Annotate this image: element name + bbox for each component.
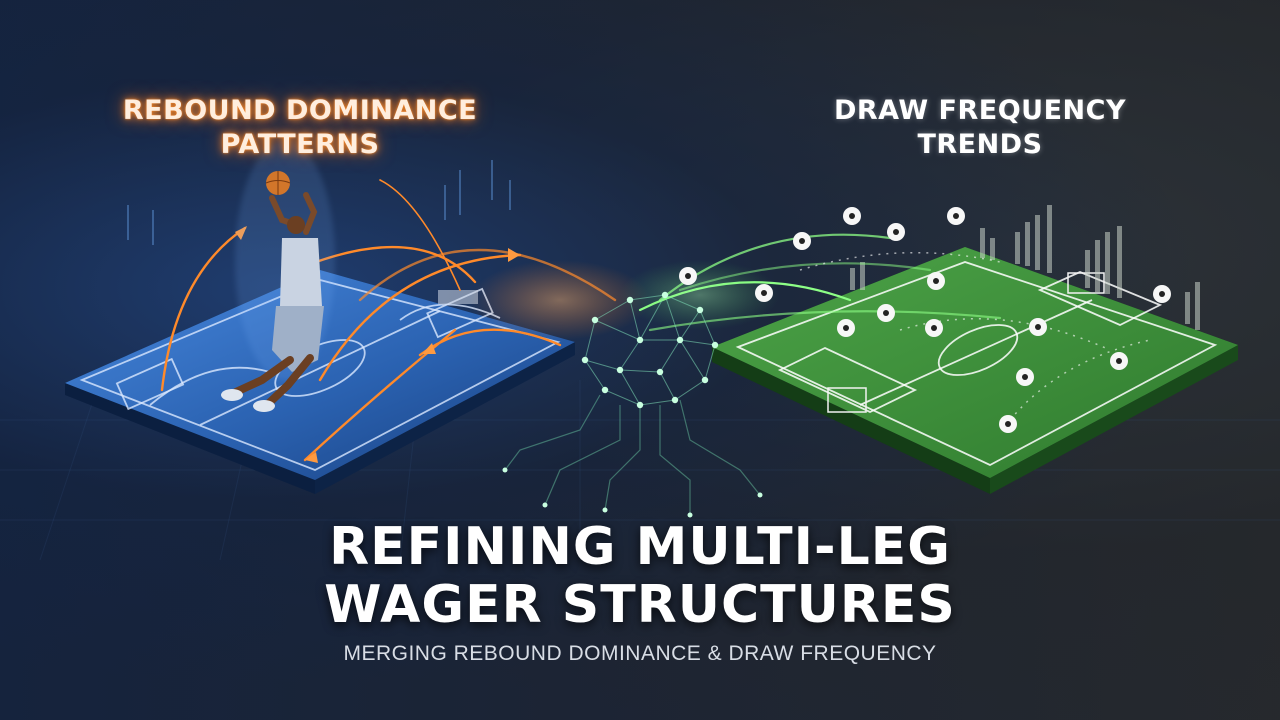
soccer-ball-icon	[877, 304, 895, 322]
main-title-line-2: WAGER STRUCTURES	[324, 575, 956, 635]
heading-rebound-dominance: REBOUND DOMINANCE PATTERNS	[122, 95, 478, 160]
soccer-ball-icon	[925, 319, 943, 337]
soccer-ball-icon	[843, 207, 861, 225]
soccer-ball-icon	[1153, 285, 1171, 303]
soccer-ball-icon	[1016, 368, 1034, 386]
main-title-line-1: REFINING MULTI-LEG	[329, 517, 951, 577]
soccer-pitch	[712, 247, 1238, 494]
goal-net-left	[827, 387, 867, 413]
soccer-ball-icon	[793, 232, 811, 250]
hoop-backboard	[438, 290, 478, 304]
orange-glow	[470, 260, 650, 340]
soccer-ball-icon	[887, 223, 905, 241]
green-glow	[620, 260, 780, 330]
main-title: REFINING MULTI-LEG WAGER STRUCTURES	[140, 518, 1140, 634]
basketball-court	[65, 270, 575, 494]
neural-network-brain	[502, 291, 763, 518]
soccer-ball-icon	[1029, 318, 1047, 336]
soccer-ball-icon	[837, 319, 855, 337]
basketball-player	[221, 140, 335, 412]
soccer-ball-icon	[947, 207, 965, 225]
heading-draw-frequency: DRAW FREQUENCY TRENDS	[833, 95, 1127, 160]
soccer-ball-icon	[999, 415, 1017, 433]
soccer-ball-icon	[1110, 352, 1128, 370]
subtitle: MERGING REBOUND DOMINANCE & DRAW FREQUEN…	[343, 642, 937, 665]
soccer-balls	[679, 207, 1171, 433]
soccer-ball-icon	[679, 267, 697, 285]
left-data-bars	[127, 160, 511, 245]
soccer-ball-icon	[755, 284, 773, 302]
soccer-ball-icon	[927, 272, 945, 290]
dotted-paths	[799, 251, 1151, 421]
right-data-bars	[850, 205, 1200, 330]
